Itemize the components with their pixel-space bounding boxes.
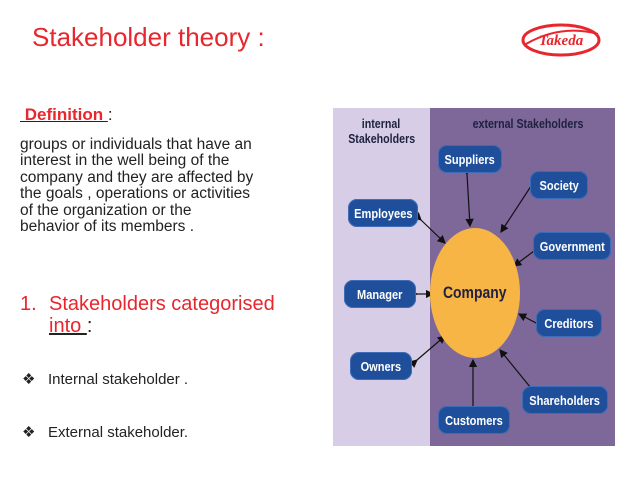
bullet-internal: ❖ Internal stakeholder . [22, 370, 188, 388]
list-line-2: into [49, 315, 87, 337]
arrow-shareholders [499, 349, 543, 402]
node-customers: Customers [438, 406, 510, 434]
node-government: Government [533, 232, 611, 260]
list-number: 1. [20, 293, 37, 315]
internal-header: internal Stakeholders [348, 116, 416, 146]
bullet-text: External stakeholder. [48, 424, 189, 441]
definition-colon: : [107, 105, 113, 124]
company-node: Company [430, 228, 520, 358]
list-text: Stakeholders categorised into : [49, 293, 275, 337]
diamond-bullet-icon: ❖ [22, 371, 36, 388]
node-employees: Employees [348, 199, 418, 227]
bullet-external: ❖ External stakeholder. [22, 423, 188, 441]
node-manager: Manager [344, 280, 416, 308]
arrow-owners [408, 335, 446, 368]
bullet-text: Internal stakeholder . [48, 371, 189, 388]
list-line-1: Stakeholders categorised [49, 293, 275, 315]
definition-line: company and they are affected by [20, 168, 254, 186]
definition-line: groups or individuals that have an [20, 136, 252, 153]
definition-line: the goals , operations or activities [20, 185, 251, 203]
node-society: Society [530, 171, 588, 199]
node-suppliers: Suppliers [438, 145, 502, 173]
internal-panel [333, 108, 430, 446]
page-title: Stakeholder theory : [32, 22, 265, 52]
definition-text: groups or individuals that have an inter… [20, 136, 325, 236]
arrow-creditors [517, 313, 547, 332]
definition-line: behavior of its members . [20, 218, 195, 236]
takeda-logo: Takeda [521, 23, 601, 57]
arrow-society [500, 171, 543, 234]
logo-text: Takeda [539, 33, 584, 49]
definition-label: Definition [20, 105, 108, 124]
node-shareholders: Shareholders [522, 386, 608, 414]
diamond-bullet-icon: ❖ [22, 424, 36, 441]
node-owners: Owners [350, 352, 412, 380]
node-creditors: Creditors [536, 309, 602, 337]
arrow-employees [412, 211, 446, 244]
list-colon: : [86, 315, 93, 337]
arrow-suppliers [462, 166, 474, 228]
definition-heading: Definition : [20, 105, 113, 125]
definition-line: of the organization or the [20, 201, 192, 219]
external-header: external Stakeholders [472, 116, 584, 131]
stakeholder-diagram: internal Stakeholders external Stakehold… [333, 108, 615, 446]
definition-line: interest in the well being of the [20, 152, 230, 170]
